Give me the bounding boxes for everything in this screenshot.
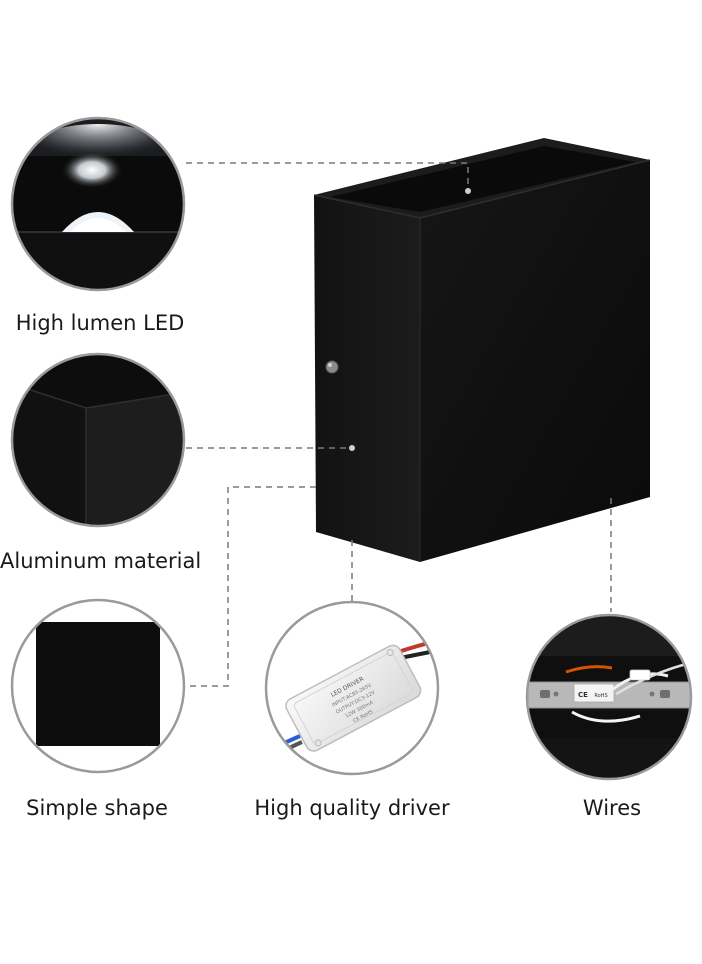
leader-line-shape	[190, 486, 316, 687]
leader-dot-led	[465, 188, 471, 194]
feature-label-driver: High quality driver	[254, 796, 450, 820]
leader-dots	[349, 188, 471, 451]
wires-mark-rohs: RoHS	[594, 693, 607, 699]
leader-dot-aluminum	[349, 445, 355, 451]
product-cube	[313, 138, 651, 562]
product-front-face	[420, 160, 650, 562]
wires-mark-ce: CE	[578, 691, 588, 699]
leader-line-led	[186, 162, 469, 188]
leader-lines	[186, 162, 612, 687]
feature-label-led: High lumen LED	[15, 311, 185, 335]
sensor-icon-highlight	[328, 363, 332, 367]
detail-circle-driver: LED DRIVER INPUT:AC85-265V OUTPUT:DC3-12…	[264, 600, 440, 776]
feature-label-shape: Simple shape	[26, 796, 168, 820]
detail-circle-led	[10, 116, 186, 292]
detail-circle-aluminum	[10, 352, 186, 528]
sensor-icon	[325, 360, 339, 374]
product-top-opening	[330, 146, 636, 212]
product-side-face	[314, 195, 420, 562]
feature-label-aluminum: Aluminum material	[0, 549, 202, 573]
detail-circle-shape	[10, 598, 186, 774]
detail-circle-wires: CE RoHS	[525, 613, 693, 781]
feature-label-wires: Wires	[582, 796, 642, 820]
